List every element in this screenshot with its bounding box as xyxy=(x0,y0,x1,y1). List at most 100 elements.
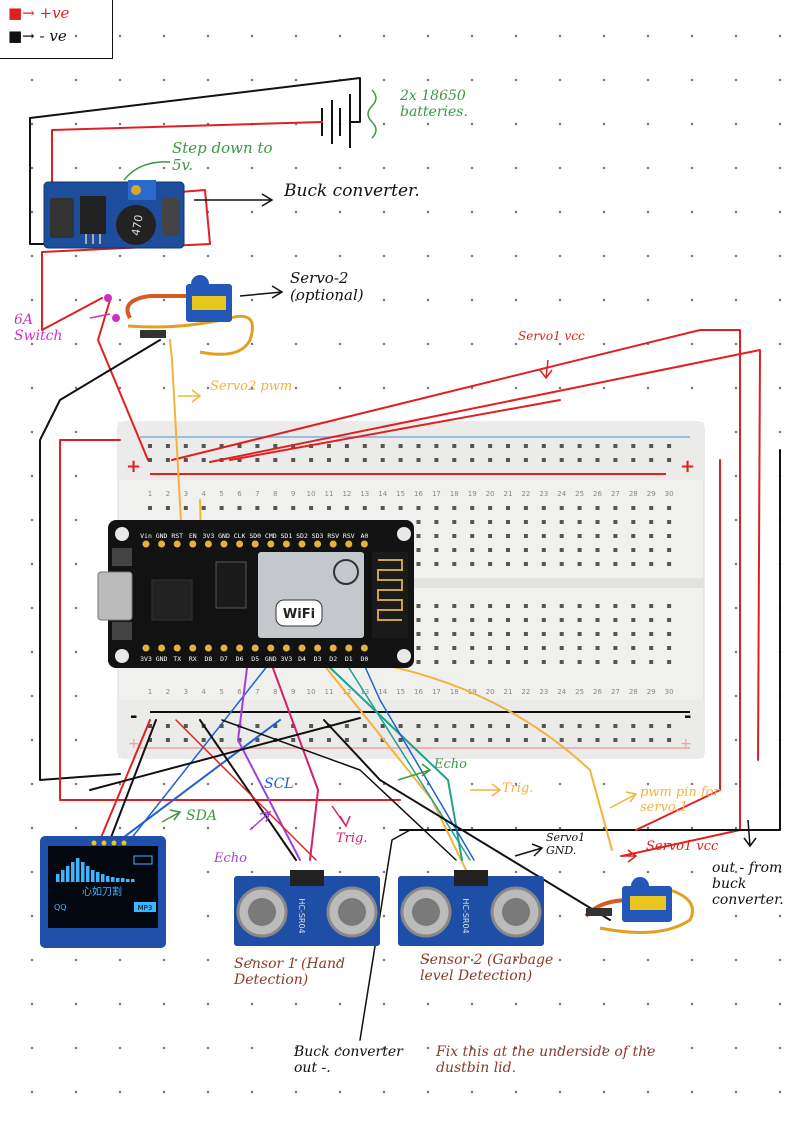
svg-text:30: 30 xyxy=(665,688,674,696)
nodemcu-top-pin-label: GND xyxy=(218,532,230,540)
svg-text:26: 26 xyxy=(593,688,602,696)
pwm-servo1-label: pwm pin for servo.1 xyxy=(640,785,720,815)
sensor2-label: Sensor 2 (Garbage level Detection) xyxy=(420,952,554,985)
nodemcu-top-pin-label: 3V3 xyxy=(203,532,215,540)
sensor2-model: HC-SR04 xyxy=(461,898,470,933)
nodemcu-bottom-pin-label: 3V3 xyxy=(140,655,152,663)
nodemcu-bottom-pin xyxy=(204,644,212,652)
rail-minus-right: - xyxy=(684,706,691,727)
svg-text:26: 26 xyxy=(593,490,602,498)
svg-text:8: 8 xyxy=(273,688,277,696)
svg-text:3: 3 xyxy=(184,688,188,696)
nodemcu-top-pin xyxy=(314,540,322,548)
nodemcu-bottom-pin-label: D0 xyxy=(360,655,368,663)
nodemcu-top-pin-label: CLK xyxy=(234,532,246,540)
svg-text:19: 19 xyxy=(468,490,477,498)
svg-text:6: 6 xyxy=(237,688,242,696)
svg-text:9: 9 xyxy=(291,688,295,696)
nodemcu-bottom-pin-label: D2 xyxy=(329,655,337,663)
svg-text:17: 17 xyxy=(432,490,441,498)
switch-contact-a xyxy=(104,294,112,302)
nodemcu-top-pin-label: RST xyxy=(171,532,183,540)
svg-text:4: 4 xyxy=(201,490,206,498)
svg-text:28: 28 xyxy=(629,490,638,498)
svg-text:9: 9 xyxy=(291,490,295,498)
svg-text:20: 20 xyxy=(486,688,495,696)
svg-text:10: 10 xyxy=(307,490,316,498)
ultrasonic-sensor-1: HC-SR04 xyxy=(234,870,380,946)
svg-text:10: 10 xyxy=(307,688,316,696)
nodemcu-bottom-pin xyxy=(251,644,259,652)
servo1-vcc-top-label: Servo1 vcc xyxy=(518,329,585,343)
nodemcu-bottom-pin-label: D1 xyxy=(345,655,353,663)
svg-text:27: 27 xyxy=(611,490,620,498)
rail-plus-bottom-left: + xyxy=(128,736,140,752)
nodemcu-bottom-pin-label: D6 xyxy=(236,655,244,663)
svg-text:6: 6 xyxy=(237,490,242,498)
svg-text:2: 2 xyxy=(166,688,170,696)
legend-negative: ■→ - ve xyxy=(8,27,67,45)
switch-label: 6A Switch xyxy=(14,312,63,345)
servo2-pwm-label: Servo2 pwm xyxy=(210,379,293,394)
nodemcu-top-pin xyxy=(158,540,166,548)
nodemcu-top-pin-label: SD2 xyxy=(296,532,308,540)
svg-text:12: 12 xyxy=(342,490,351,498)
scl-label: SCL xyxy=(264,776,294,792)
nodemcu-bottom-pin-label: D4 xyxy=(298,655,306,663)
svg-text:15: 15 xyxy=(396,490,405,498)
nodemcu-top-pin-label: RSV xyxy=(343,532,355,540)
svg-text:11: 11 xyxy=(325,490,334,498)
sensor1-label: Sensor 1 (Hand Detection) xyxy=(234,956,346,989)
nodemcu-bottom-pin xyxy=(345,644,353,652)
switch-contact-b xyxy=(112,314,120,322)
trig-left-label: Trig. xyxy=(336,831,368,846)
rail-plus-bottom-right: + xyxy=(680,736,692,752)
svg-text:18: 18 xyxy=(450,490,459,498)
oled-qq-text: QQ xyxy=(54,903,67,912)
svg-text:5: 5 xyxy=(219,688,223,696)
nodemcu-bottom-pin xyxy=(189,644,197,652)
svg-text:22: 22 xyxy=(521,490,530,498)
svg-text:3: 3 xyxy=(184,490,188,498)
svg-text:12: 12 xyxy=(342,688,351,696)
nodemcu-top-pin-label: SD0 xyxy=(249,532,261,540)
svg-text:27: 27 xyxy=(611,688,620,696)
nodemcu-bottom-pin-label: 3V3 xyxy=(281,655,293,663)
nodemcu-bottom-pin-label: RX xyxy=(189,655,197,663)
nodemcu-top-pin xyxy=(220,540,228,548)
nodemcu-bottom-pin xyxy=(329,644,337,652)
nodemcu-top-pin xyxy=(204,540,212,548)
svg-text:20: 20 xyxy=(486,490,495,498)
svg-text:24: 24 xyxy=(557,688,566,696)
svg-text:18: 18 xyxy=(450,688,459,696)
red-wire-icon: ■→ xyxy=(8,4,40,22)
svg-text:7: 7 xyxy=(255,688,259,696)
svg-text:2: 2 xyxy=(166,490,170,498)
nodemcu-top-pin-label: EN xyxy=(189,532,197,540)
svg-text:24: 24 xyxy=(557,490,566,498)
servo-1-motor xyxy=(584,877,694,934)
svg-text:22: 22 xyxy=(521,688,530,696)
nodemcu-bottom-pin xyxy=(267,644,275,652)
step-down-label: Step down to 5v. xyxy=(172,139,273,175)
svg-text:8: 8 xyxy=(273,490,277,498)
svg-text:4: 4 xyxy=(201,688,206,696)
svg-text:14: 14 xyxy=(378,688,387,696)
svg-text:14: 14 xyxy=(378,490,387,498)
nodemcu-bottom-pin-label: D5 xyxy=(251,655,259,663)
nodemcu-top-pin xyxy=(329,540,337,548)
fix-note-label: Fix this at the underside of the dustbin… xyxy=(436,1044,656,1077)
nodemcu-top-pin xyxy=(345,540,353,548)
oled-mp3-text: MP3 xyxy=(138,904,153,912)
nodemcu-bottom-pin-label: D3 xyxy=(314,655,322,663)
nodemcu-bottom-pin-label: TX xyxy=(173,655,181,663)
nodemcu-bottom-pin xyxy=(314,644,322,652)
svg-text:1: 1 xyxy=(148,490,152,498)
wifi-logo-text: WiFi xyxy=(283,607,315,622)
buck-converter-module: 470 xyxy=(43,180,185,249)
nodemcu-bottom-pin xyxy=(158,644,166,652)
nodemcu-top-pin xyxy=(236,540,244,548)
svg-text:28: 28 xyxy=(629,688,638,696)
